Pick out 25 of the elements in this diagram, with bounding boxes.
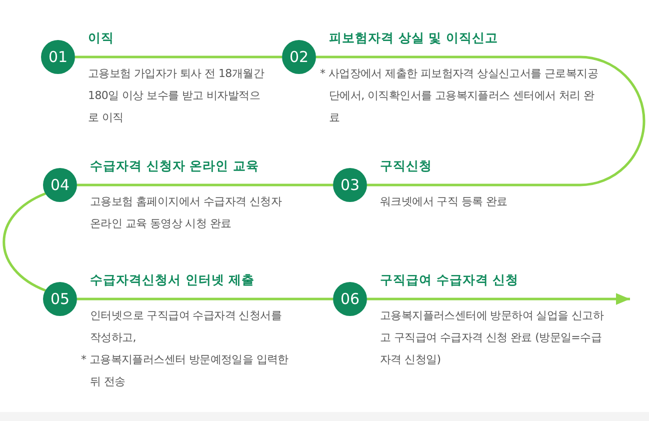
connector-line xyxy=(75,56,282,58)
step-heading: 구직급여 수급자격 신청 xyxy=(380,272,519,289)
step-number-circle: 06 xyxy=(333,282,367,316)
connector-line xyxy=(2,192,46,292)
step-description: 고용보험 홈페이지에서 수급자격 신청자 온라인 교육 동영상 시청 완료 xyxy=(90,194,283,232)
step-number-circle: 03 xyxy=(333,168,367,202)
step-number-circle: 01 xyxy=(41,40,75,74)
step-description: * 고용복지플러스센터 방문예정일을 입력한 뒤 전송 xyxy=(81,352,290,390)
step-heading: 구직신청 xyxy=(380,158,432,175)
step-number-circle: 02 xyxy=(282,40,316,74)
step-description: 인터넷으로 구직급여 수급자격 신청서를 작성하고, xyxy=(90,308,282,346)
step-heading: 수급자격 신청자 온라인 교육 xyxy=(90,158,260,175)
step-description: 워크넷에서 구직 등록 완료 xyxy=(380,194,508,210)
connector-line xyxy=(77,184,333,186)
connector-line xyxy=(77,298,333,300)
step-number-circle: 04 xyxy=(43,168,77,202)
step-number-circle: 05 xyxy=(43,282,77,316)
step-description: 고용보험 가입자가 퇴사 전 18개월간 180일 이상 보수를 받고 비자발적으로 이직 xyxy=(88,66,266,126)
step-heading: 이직 xyxy=(88,30,114,47)
step-heading: 피보험자격 상실 및 이직신고 xyxy=(329,30,498,47)
step-description: * 사업장에서 제출한 피보험자격 상실신고서를 근로복지공단에서, 이직확인서를 고용복지플러스 센터에서 처리 완료 xyxy=(320,66,599,126)
connector-line xyxy=(367,293,630,305)
step-description: 고용복지플러스센터에 방문하여 실업을 신고하고 구직급여 수급자격 신청 완료 (방문일=수급자격 신청일) xyxy=(380,308,605,368)
connector-line xyxy=(316,56,646,186)
step-heading: 수급자격신청서 인터넷 제출 xyxy=(90,272,255,289)
